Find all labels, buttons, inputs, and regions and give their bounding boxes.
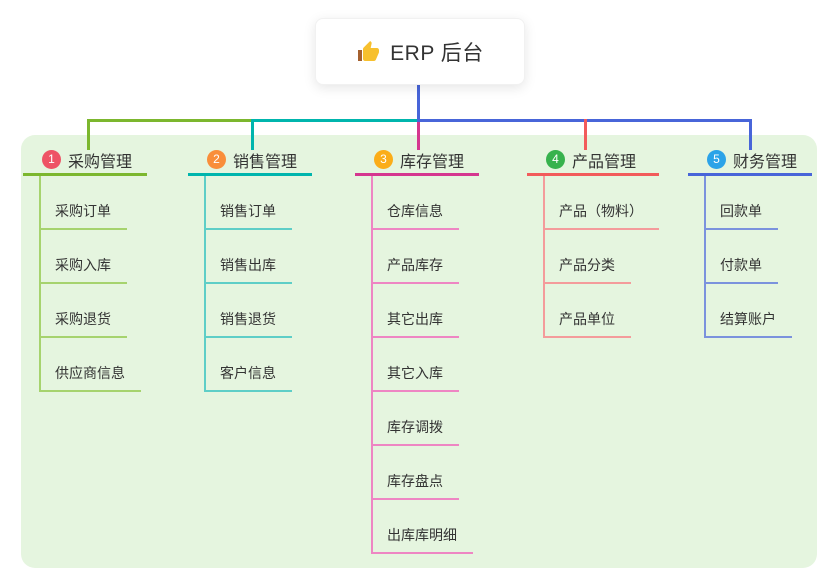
child-node[interactable]: 仓库信息 xyxy=(373,176,459,230)
branches-panel xyxy=(21,135,817,568)
child-label: 出库库明细 xyxy=(387,527,457,543)
child-node[interactable]: 销售订单 xyxy=(206,176,292,230)
branch-label: 财务管理 xyxy=(733,153,798,171)
child-node[interactable]: 产品（物料） xyxy=(545,176,659,230)
child-node[interactable]: 产品单位 xyxy=(545,284,631,338)
connector-line xyxy=(250,119,417,122)
branch-children: 仓库信息产品库存其它出库其它入库库存调拨库存盘点出库库明细 xyxy=(371,176,479,554)
branch-children: 采购订单采购入库采购退货供应商信息 xyxy=(39,176,147,392)
child-label: 产品库存 xyxy=(387,257,443,273)
child-label: 库存盘点 xyxy=(387,473,443,489)
connector-line xyxy=(86,119,90,150)
child-node[interactable]: 产品库存 xyxy=(373,230,459,284)
connector-line xyxy=(250,119,254,150)
branch-number-badge: 5 xyxy=(707,150,726,169)
branch-header-1[interactable]: 1 采购管理 xyxy=(23,146,147,176)
child-node[interactable]: 采购订单 xyxy=(41,176,127,230)
child-label: 其它入库 xyxy=(387,365,443,381)
child-label: 采购退货 xyxy=(55,311,111,327)
child-node[interactable]: 客户信息 xyxy=(206,338,292,392)
branch-2: 2 销售管理销售订单销售出库销售退货客户信息 xyxy=(188,146,312,392)
branch-header-2[interactable]: 2 销售管理 xyxy=(188,146,312,176)
branch-4: 4 产品管理产品（物料） 产品分类产品单位 xyxy=(527,146,659,338)
branch-number-badge: 2 xyxy=(207,150,226,169)
branch-header-3[interactable]: 3 库存管理 xyxy=(355,146,479,176)
child-node[interactable]: 销售出库 xyxy=(206,230,292,284)
branch-number-badge: 3 xyxy=(374,150,393,169)
child-label: 供应商信息 xyxy=(55,365,125,381)
child-label: 销售订单 xyxy=(220,203,276,219)
child-label: 付款单 xyxy=(720,257,762,273)
branch-label: 产品管理 xyxy=(572,153,637,171)
connector-line xyxy=(86,119,251,122)
child-node[interactable]: 回款单 xyxy=(706,176,778,230)
child-node[interactable]: 产品分类 xyxy=(545,230,631,284)
child-node[interactable]: 库存盘点 xyxy=(373,446,459,500)
branch-header-5[interactable]: 5 财务管理 xyxy=(688,146,812,176)
branch-number-badge: 4 xyxy=(546,150,565,169)
child-node[interactable]: 出库库明细 xyxy=(373,500,473,554)
child-label: 回款单 xyxy=(720,203,762,219)
root-node[interactable]: ERP 后台 xyxy=(315,18,525,85)
branch-5: 5 财务管理回款单付款单结算账户 xyxy=(688,146,812,338)
connector-line xyxy=(416,122,420,150)
child-label: 产品单位 xyxy=(559,311,615,327)
child-label: 库存调拨 xyxy=(387,419,443,435)
child-label: 产品分类 xyxy=(559,257,615,273)
child-node[interactable]: 销售退货 xyxy=(206,284,292,338)
child-label: 其它出库 xyxy=(387,311,443,327)
child-node[interactable]: 库存调拨 xyxy=(373,392,459,446)
branch-1: 1 采购管理采购订单采购入库采购退货供应商信息 xyxy=(23,146,147,392)
child-label: 销售退货 xyxy=(220,311,276,327)
child-node[interactable]: 采购退货 xyxy=(41,284,127,338)
child-node[interactable]: 付款单 xyxy=(706,230,778,284)
child-label: 采购订单 xyxy=(55,203,111,219)
thumbs-up-icon xyxy=(358,40,380,61)
branch-number-badge: 1 xyxy=(42,150,61,169)
connector-line xyxy=(583,119,587,150)
child-label: 采购入库 xyxy=(55,257,111,273)
child-node[interactable]: 其它出库 xyxy=(373,284,459,338)
child-node[interactable]: 采购入库 xyxy=(41,230,127,284)
child-label: 产品（物料） xyxy=(559,203,643,219)
child-label: 销售出库 xyxy=(220,257,276,273)
child-label: 结算账户 xyxy=(720,311,776,327)
child-label: 仓库信息 xyxy=(387,203,443,219)
connector-line xyxy=(748,119,752,150)
root-title: ERP 后台 xyxy=(390,41,484,65)
branch-children: 回款单付款单结算账户 xyxy=(704,176,812,338)
branch-header-4[interactable]: 4 产品管理 xyxy=(527,146,659,176)
connector-line xyxy=(416,82,420,119)
branch-children: 销售订单销售出库销售退货客户信息 xyxy=(204,176,312,392)
branch-label: 采购管理 xyxy=(68,153,133,171)
branch-3: 3 库存管理仓库信息产品库存其它出库其它入库库存调拨库存盘点出库库明细 xyxy=(355,146,479,554)
branch-children: 产品（物料） 产品分类产品单位 xyxy=(543,176,659,338)
child-node[interactable]: 其它入库 xyxy=(373,338,459,392)
branch-label: 销售管理 xyxy=(233,153,298,171)
child-node[interactable]: 供应商信息 xyxy=(41,338,141,392)
child-label: 客户信息 xyxy=(220,365,276,381)
child-node[interactable]: 结算账户 xyxy=(706,284,792,338)
branch-label: 库存管理 xyxy=(400,153,465,171)
